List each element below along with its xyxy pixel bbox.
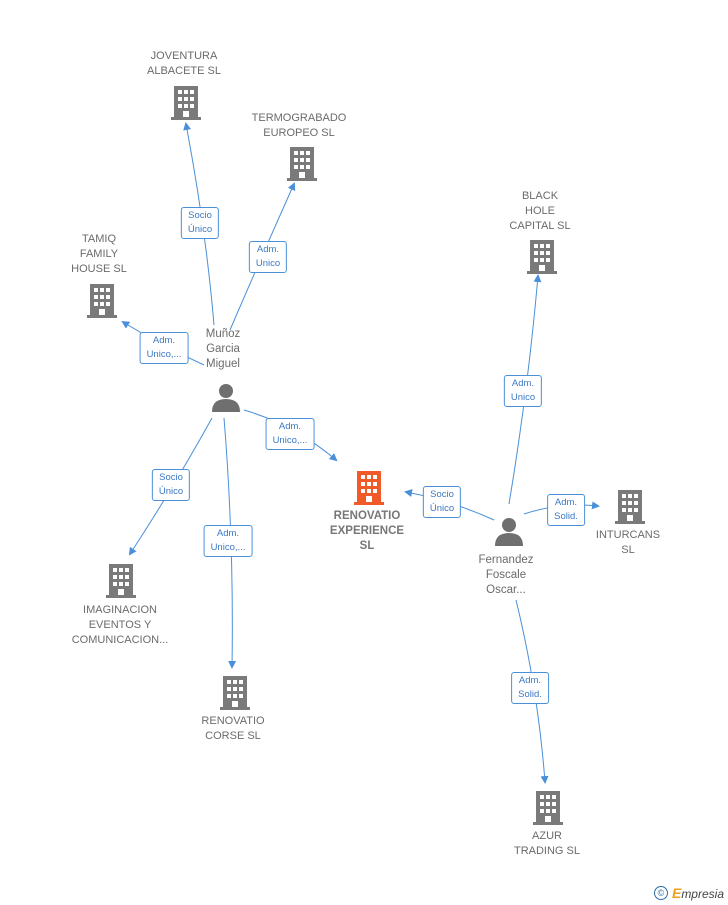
brand-logo: Empresia bbox=[671, 885, 724, 901]
building-icon[interactable] bbox=[170, 84, 202, 120]
relation-badge-fernandez-renovatio-experience[interactable]: Socio Único bbox=[422, 486, 462, 518]
building-icon[interactable] bbox=[219, 674, 251, 710]
building-icon[interactable] bbox=[105, 562, 137, 598]
person-icon[interactable] bbox=[210, 382, 242, 412]
relation-badge-fernandez-azur[interactable]: Adm. Solid. bbox=[511, 672, 549, 704]
node-label-inturcans[interactable]: INTURCANS SL bbox=[595, 529, 661, 556]
node-label-imaginacion[interactable]: IMAGINACION EVENTOS Y COMUNICACION... bbox=[71, 604, 169, 646]
person-icon[interactable] bbox=[493, 516, 525, 546]
copyright-icon: © bbox=[653, 886, 668, 900]
footer-brand[interactable]: © Empresia bbox=[653, 885, 724, 901]
node-label-renovatio-experience[interactable]: RENOVATIO EXPERIENCE SL bbox=[329, 510, 405, 552]
relation-badge-fernandez-black-hole[interactable]: Adm. Unico bbox=[503, 375, 543, 407]
node-label-tamiq[interactable]: TAMIQ FAMILY HOUSE SL bbox=[71, 233, 127, 275]
relation-badge-munoz-tamiq[interactable]: Adm. Unico,... bbox=[139, 332, 189, 364]
building-icon[interactable] bbox=[532, 789, 564, 825]
node-label-fernandez[interactable]: Fernandez Foscale Oscar... bbox=[478, 554, 534, 596]
building-icon[interactable] bbox=[286, 145, 318, 181]
relation-badge-munoz-joventura[interactable]: Socio Único bbox=[180, 207, 220, 239]
relation-badge-munoz-renovatio-corse[interactable]: Adm. Unico,... bbox=[203, 525, 253, 557]
node-label-joventura[interactable]: JOVENTURA ALBACETE SL bbox=[147, 50, 221, 77]
node-label-munoz[interactable]: Muñoz Garcia Miguel bbox=[205, 328, 241, 370]
node-label-termograbado[interactable]: TERMOGRABADO EUROPEO SL bbox=[251, 112, 347, 139]
building-icon[interactable] bbox=[526, 238, 558, 274]
node-label-renovatio-corse[interactable]: RENOVATIO CORSE SL bbox=[201, 715, 265, 742]
building-icon[interactable] bbox=[353, 469, 385, 505]
relation-badge-munoz-renovatio-experience[interactable]: Adm. Unico,... bbox=[265, 418, 315, 450]
relation-badge-munoz-imaginacion[interactable]: Socio Único bbox=[151, 469, 191, 501]
building-icon[interactable] bbox=[614, 488, 646, 524]
relation-badge-munoz-termograbado[interactable]: Adm. Unico bbox=[248, 241, 288, 273]
relation-badge-fernandez-inturcans[interactable]: Adm. Solid. bbox=[547, 494, 585, 526]
node-label-black-hole[interactable]: BLACK HOLE CAPITAL SL bbox=[509, 190, 571, 232]
node-label-azur[interactable]: AZUR TRADING SL bbox=[513, 830, 581, 857]
building-icon[interactable] bbox=[86, 282, 118, 318]
